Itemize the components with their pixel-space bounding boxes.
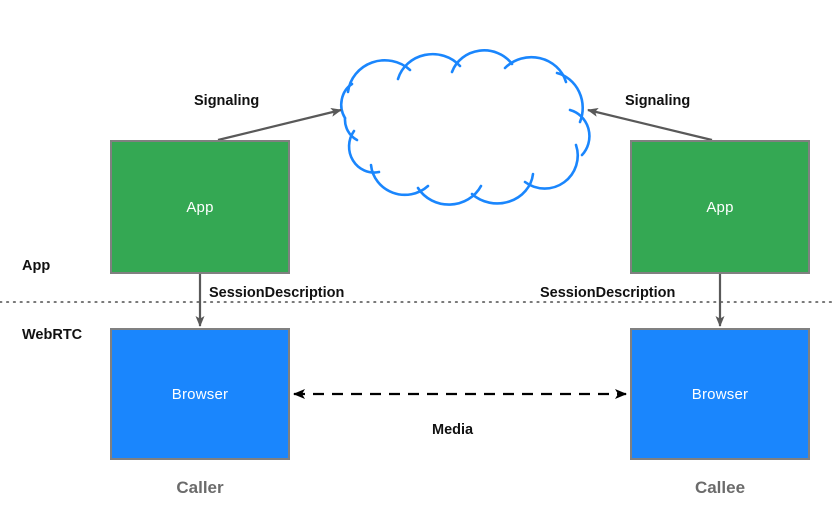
edge-label-callee-sessiondescription: SessionDescription: [540, 285, 676, 301]
role-label-caller: Caller: [176, 478, 224, 497]
signaling-cloud-shape: [339, 49, 591, 206]
node-caller-browser[interactable]: Browser: [110, 328, 290, 460]
node-callee-app-label: App: [706, 198, 734, 216]
edge-label-caller-sessiondescription: SessionDescription: [209, 285, 345, 301]
node-callee-browser-label: Browser: [691, 385, 749, 403]
layer-label-app: App: [22, 258, 51, 274]
edge-label-caller-signaling: Signaling: [194, 93, 260, 109]
edge-callee-signaling: [587, 107, 713, 142]
node-caller-browser-label: Browser: [171, 385, 229, 403]
node-caller-app[interactable]: App: [110, 140, 290, 274]
edge-label-media: Media: [432, 422, 474, 438]
edge-label-callee-signaling: Signaling: [625, 93, 691, 109]
node-caller-app-label: App: [186, 198, 214, 216]
role-label-callee: Callee: [694, 478, 746, 497]
edge-caller-signaling: [217, 107, 342, 142]
node-callee-browser[interactable]: Browser: [630, 328, 810, 460]
layer-label-webrtc: WebRTC: [22, 327, 83, 343]
node-callee-app[interactable]: App: [630, 140, 810, 274]
